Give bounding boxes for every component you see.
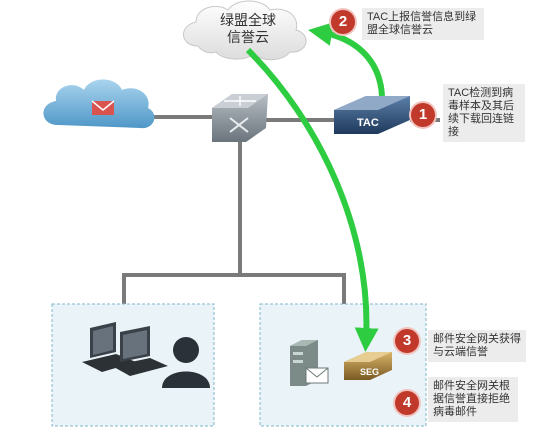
svg-text:SEG: SEG [360, 367, 379, 377]
cloud-title-line2: 信誉云 [227, 29, 269, 45]
step-1-note: TAC检测到病毒样本及其后续下载回连链接 [443, 84, 525, 142]
reputation-cloud-icon [183, 0, 307, 61]
svg-text:TAC: TAC [357, 117, 379, 129]
cloud-title: 绿盟全球 信誉云 [206, 12, 290, 46]
step-4-badge: 4 [395, 391, 419, 415]
user-avatar-icon [162, 337, 210, 388]
step-3-note: 邮件安全网关获得与云端信誉 [428, 330, 526, 362]
cloud-title-line1: 绿盟全球 [220, 12, 276, 28]
laptop-icon [82, 322, 168, 376]
seg-device-icon: SEG [344, 352, 392, 380]
step-4-note: 邮件安全网关根据信誉直接拒绝病毒邮件 [428, 377, 518, 422]
arrow-cloud-to-seg [245, 47, 379, 352]
mail-server-icon [290, 340, 329, 386]
step-3-badge: 3 [395, 329, 419, 353]
step-2-badge: 2 [331, 10, 355, 34]
mail-cloud-icon [43, 79, 155, 129]
core-switch-icon [212, 94, 268, 142]
tac-device-icon: TAC [334, 96, 410, 134]
step-2-note: TAC上报信誉信息到绿盟全球信誉云 [362, 8, 484, 40]
step-1-badge: 1 [411, 103, 435, 127]
arrow-tac-to-cloud [308, 22, 385, 97]
network-links [122, 115, 440, 305]
